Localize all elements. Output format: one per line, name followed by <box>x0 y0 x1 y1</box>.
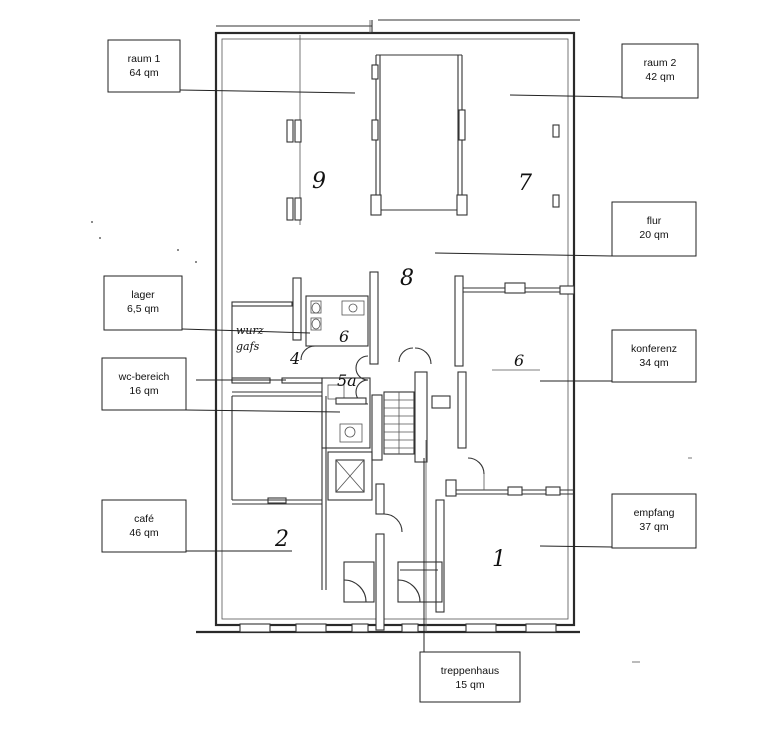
room-number-6-wc: 6 <box>339 327 349 346</box>
room-number-5a: 5a <box>337 371 357 390</box>
label-cafe-name: café <box>134 513 154 525</box>
label-treppenhaus: treppenhaus 15 qm <box>419 651 521 703</box>
label-cafe: café 46 qm <box>101 499 187 553</box>
upper-partitions <box>286 20 560 225</box>
label-flur-name: flur <box>647 215 662 227</box>
label-raum-2-area: 42 qm <box>645 71 674 83</box>
right-rooms <box>425 275 575 632</box>
left-rooms <box>231 391 327 590</box>
label-raum-2: raum 2 42 qm <box>621 43 699 99</box>
label-cafe-area: 46 qm <box>129 527 158 539</box>
room-number-1: 1 <box>492 547 506 572</box>
room-number-8: 8 <box>400 266 414 291</box>
room-numbers: 9 7 8 6 5a 4 6 2 1 wurz gafs <box>236 169 532 572</box>
label-lager-name: lager <box>131 289 155 301</box>
label-empfang: empfang 37 qm <box>611 493 697 549</box>
label-konferenz-name: konferenz <box>631 343 677 355</box>
label-treppenhaus-name: treppenhaus <box>441 665 499 677</box>
label-raum-1-area: 64 qm <box>129 67 158 79</box>
entrance-area <box>239 561 557 633</box>
label-wc-bereich: wc-bereich 16 qm <box>101 357 187 411</box>
room-number-2: 2 <box>274 527 289 552</box>
room-number-9: 9 <box>312 169 326 194</box>
label-flur-area: 20 qm <box>639 229 668 241</box>
label-wc-name: wc-bereich <box>118 371 170 383</box>
label-wc-area: 16 qm <box>129 385 158 397</box>
room-number-4: 4 <box>289 349 300 368</box>
label-konferenz-area: 34 qm <box>639 357 668 369</box>
label-raum-1-name: raum 1 <box>128 53 161 65</box>
leader-lines <box>179 89 623 652</box>
label-raum-1: raum 1 64 qm <box>107 39 181 93</box>
central-core <box>231 271 432 631</box>
room-number-6-konferenz: 6 <box>514 351 524 370</box>
room-number-7: 7 <box>518 171 532 196</box>
label-treppenhaus-area: 15 qm <box>455 679 484 691</box>
scan-marks <box>91 221 692 663</box>
label-lager: lager 6,5 qm <box>103 275 183 331</box>
label-konferenz: konferenz 34 qm <box>611 329 697 383</box>
label-flur: flur 20 qm <box>611 201 697 257</box>
scribble-line-1: wurz <box>236 324 264 337</box>
label-empfang-name: empfang <box>634 507 675 519</box>
label-lager-area: 6,5 qm <box>127 303 159 315</box>
outer-walls <box>196 19 580 634</box>
label-raum-2-name: raum 2 <box>644 57 677 69</box>
scribble-line-2: gafs <box>236 340 260 353</box>
label-empfang-area: 37 qm <box>639 521 668 533</box>
